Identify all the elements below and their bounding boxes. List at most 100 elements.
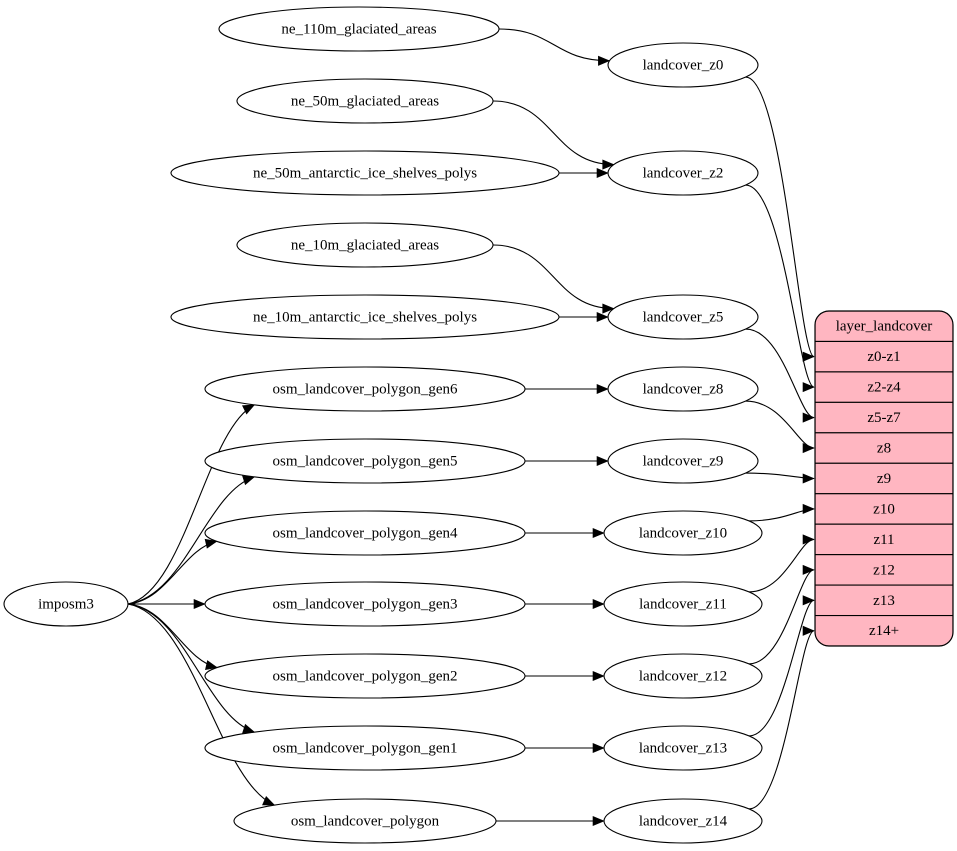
node-landcover_z0[interactable]: landcover_z0 <box>607 42 759 88</box>
node-landcover_z11[interactable]: landcover_z11 <box>603 581 763 627</box>
node-shape-ne_50m_glaciated_areas <box>236 78 494 124</box>
node-osm_landcover_polygon_gen1[interactable]: osm_landcover_polygon_gen1 <box>204 725 526 771</box>
table-row-z5-z7[interactable] <box>815 401 953 434</box>
node-ne_50m_antarctic_ice_shelves_polys[interactable]: ne_50m_antarctic_ice_shelves_polys <box>170 150 560 196</box>
node-osm_landcover_polygon_gen6[interactable]: osm_landcover_polygon_gen6 <box>204 366 526 412</box>
node-label-osm_landcover_polygon_gen1: osm_landcover_polygon_gen1 <box>273 740 458 756</box>
node-osm_landcover_polygon_gen2[interactable]: osm_landcover_polygon_gen2 <box>204 653 526 699</box>
node-osm_landcover_polygon[interactable]: osm_landcover_polygon <box>233 798 497 844</box>
edge-arrowhead <box>242 404 256 415</box>
edge-arrowhead <box>802 625 815 636</box>
edge-ne_110m_glaciated_areas-to-landcover_z0 <box>498 28 610 62</box>
edge-arrowhead <box>596 167 609 179</box>
edge-imposm3-to-osm_landcover_polygon_gen1 <box>127 603 255 733</box>
table-row-z2-z4[interactable] <box>815 371 953 403</box>
table-row-label-z11: z11 <box>873 532 894 548</box>
table-row-z12[interactable] <box>815 554 953 586</box>
node-shape-landcover_z11 <box>603 581 763 627</box>
node-label-landcover_z2: landcover_z2 <box>643 165 724 181</box>
node-osm_landcover_polygon_gen3[interactable]: osm_landcover_polygon_gen3 <box>204 581 526 627</box>
edge-ne_50m_glaciated_areas-to-landcover_z2 <box>492 100 614 166</box>
edge-arrowhead <box>802 534 815 545</box>
table-row-z0-z1[interactable] <box>815 340 953 373</box>
table-row-label-z2-z4: z2-z4 <box>867 380 901 396</box>
node-label-ne_10m_antarctic_ice_shelves_polys: ne_10m_antarctic_ice_shelves_polys <box>253 309 477 325</box>
edge-imposm3-to-osm_landcover_polygon_gen2 <box>127 603 218 669</box>
table-row-label-z12: z12 <box>873 562 895 578</box>
edge-arrowhead <box>596 311 609 323</box>
node-ne_10m_antarctic_ice_shelves_polys[interactable]: ne_10m_antarctic_ice_shelves_polys <box>170 294 560 340</box>
node-landcover_z12[interactable]: landcover_z12 <box>603 653 763 699</box>
edge-arrowhead <box>802 473 815 484</box>
node-ne_50m_glaciated_areas[interactable]: ne_50m_glaciated_areas <box>236 78 494 124</box>
node-landcover_z9[interactable]: landcover_z9 <box>607 438 759 484</box>
node-landcover_z5[interactable]: landcover_z5 <box>607 294 759 340</box>
node-ne_10m_glaciated_areas[interactable]: ne_10m_glaciated_areas <box>236 222 494 268</box>
node-ne_110m_glaciated_areas[interactable]: ne_110m_glaciated_areas <box>218 6 500 52</box>
node-imposm3[interactable]: imposm3 <box>3 581 129 627</box>
node-shape-osm_landcover_polygon <box>233 798 497 844</box>
edge-landcover_z14-to-z14+ <box>748 630 815 810</box>
node-label-landcover_z10: landcover_z10 <box>639 525 727 541</box>
table-row-z9[interactable] <box>815 462 953 495</box>
table-rows-group: layer_landcoverz0-z1z2-z4z5-z7z8z9z10z11… <box>815 311 953 646</box>
node-osm_landcover_polygon_gen4[interactable]: osm_landcover_polygon_gen4 <box>204 510 526 556</box>
table-row-label-z14+: z14+ <box>869 623 899 639</box>
edge-arrowhead <box>592 742 605 754</box>
node-shape-ne_110m_glaciated_areas <box>218 6 500 52</box>
edge-arrowhead <box>802 412 815 423</box>
edge-arrowhead <box>802 564 815 575</box>
table-row-z14+[interactable] <box>815 614 953 646</box>
node-label-landcover_z0: landcover_z0 <box>643 57 724 73</box>
node-shape-landcover_z13 <box>603 725 763 771</box>
edge-landcover_z2-to-z2-z4 <box>745 184 815 388</box>
edge-imposm3-to-osm_landcover_polygon_gen6 <box>127 404 255 605</box>
node-label-osm_landcover_polygon_gen3: osm_landcover_polygon_gen3 <box>273 596 458 612</box>
edge-imposm3-to-osm_landcover_polygon <box>127 603 275 806</box>
node-landcover_z2[interactable]: landcover_z2 <box>607 150 759 196</box>
node-label-osm_landcover_polygon_gen5: osm_landcover_polygon_gen5 <box>273 453 458 469</box>
edge-imposm3-to-osm_landcover_polygon_gen4 <box>127 540 217 605</box>
edge-arrowhead <box>802 503 815 515</box>
node-shape-landcover_z10 <box>603 510 763 556</box>
node-shape-landcover_z5 <box>607 294 759 340</box>
table-outline <box>814 310 954 647</box>
table-row-z8[interactable] <box>815 432 953 464</box>
node-label-landcover_z8: landcover_z8 <box>643 381 724 397</box>
edge-arrowhead <box>193 598 206 610</box>
table-row-label-z5-z7: z5-z7 <box>867 410 901 426</box>
table-header-label: layer_landcover <box>836 319 933 335</box>
node-label-ne_10m_glaciated_areas: ne_10m_glaciated_areas <box>291 237 439 253</box>
node-label-osm_landcover_polygon_gen4: osm_landcover_polygon_gen4 <box>273 525 458 541</box>
node-label-landcover_z9: landcover_z9 <box>643 453 724 469</box>
table-row-label-z8: z8 <box>877 440 891 456</box>
edge-arrowhead <box>592 815 605 827</box>
edge-arrowhead <box>592 598 605 610</box>
edge-landcover_z8-to-z8 <box>745 400 815 449</box>
edge-landcover_z12-to-z12 <box>748 569 815 665</box>
table-row-z11[interactable] <box>815 523 953 556</box>
node-label-ne_50m_antarctic_ice_shelves_polys: ne_50m_antarctic_ice_shelves_polys <box>253 165 477 181</box>
node-osm_landcover_polygon_gen5[interactable]: osm_landcover_polygon_gen5 <box>204 438 526 484</box>
nodes-layer: imposm3 ne_110m_glaciated_areas ne_50m_gla… <box>3 6 763 844</box>
table-row-label-z9: z9 <box>877 471 891 487</box>
node-landcover_z14[interactable]: landcover_z14 <box>603 798 763 844</box>
edge-arrowhead <box>596 383 609 395</box>
edge-arrowhead <box>802 382 815 393</box>
node-shape-landcover_z14 <box>603 798 763 844</box>
edge-arrowhead <box>596 455 609 467</box>
node-shape-ne_10m_glaciated_areas <box>236 222 494 268</box>
node-label-landcover_z13: landcover_z13 <box>639 740 727 756</box>
node-landcover_z8[interactable]: landcover_z8 <box>607 366 759 412</box>
node-shape-ne_50m_antarctic_ice_shelves_polys <box>170 150 560 196</box>
edge-arrowhead <box>262 795 276 806</box>
node-shape-osm_landcover_polygon_gen4 <box>204 510 526 556</box>
node-shape-landcover_z0 <box>607 42 759 88</box>
node-label-landcover_z14: landcover_z14 <box>639 813 728 829</box>
node-label-ne_50m_glaciated_areas: ne_50m_glaciated_areas <box>291 93 439 109</box>
edge-arrowhead <box>598 55 611 66</box>
node-landcover_z13[interactable]: landcover_z13 <box>603 725 763 771</box>
node-landcover_z10[interactable]: landcover_z10 <box>603 510 763 556</box>
